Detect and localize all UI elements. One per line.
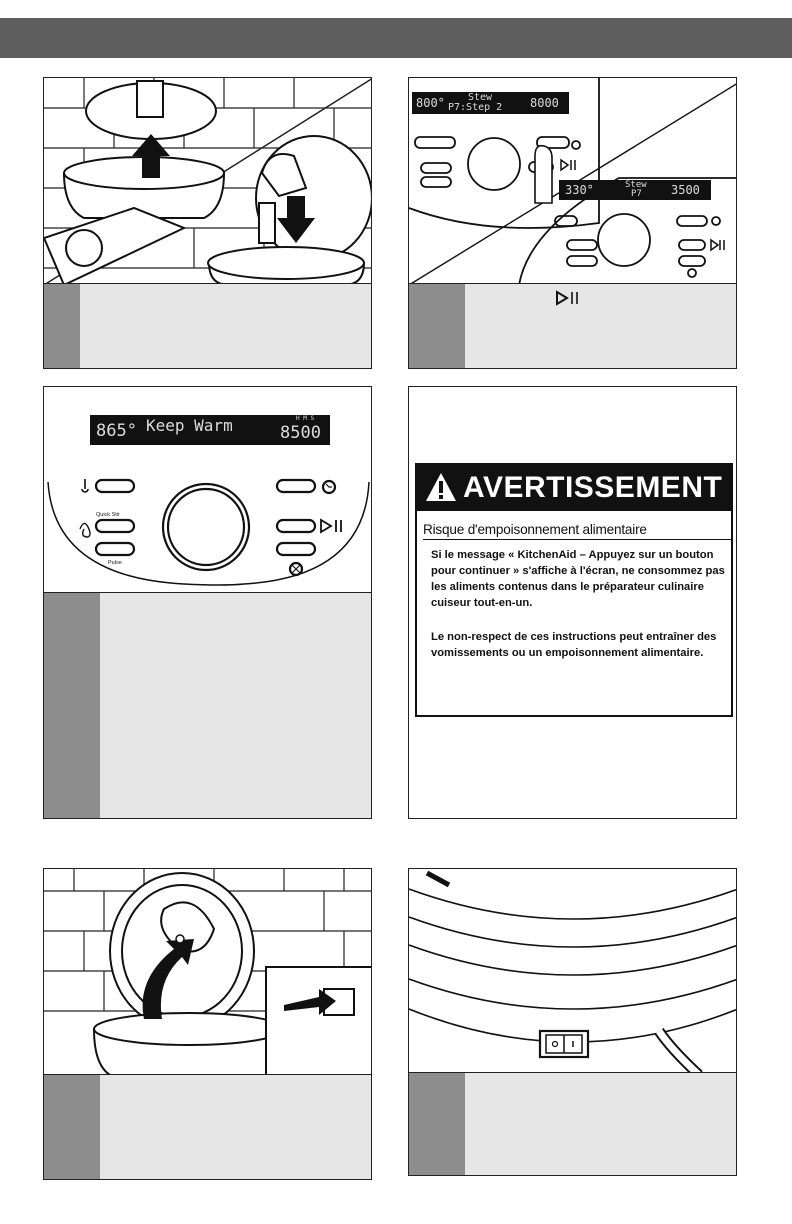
lcd-time: 3500 <box>671 183 700 197</box>
lcd-units: H M S <box>296 415 315 422</box>
warning-paragraph-1: Si le message « KitchenAid – Appuyez sur… <box>431 549 725 609</box>
step-number-bar <box>44 1075 100 1179</box>
step-panel-2: 800° Stew P7:Step 2 8000 330° Stew P7 35… <box>408 77 737 369</box>
warning-paragraph-2: Le non-respect de ces instructions peut … <box>431 631 717 659</box>
header-bar <box>0 18 792 58</box>
step-caption <box>409 283 736 368</box>
lcd-step: P7 <box>631 189 642 199</box>
warning-header: AVERTISSEMENT <box>417 465 731 511</box>
illustration-lid-insert <box>44 78 371 285</box>
lcd-temperature: 330° <box>565 183 594 197</box>
warning-divider <box>423 539 731 540</box>
warning-heading: AVERTISSEMENT <box>463 471 723 504</box>
step-caption <box>44 283 371 368</box>
warning-triangle-icon <box>426 473 456 501</box>
warning-box: AVERTISSEMENT Risque d'empoisonnement al… <box>415 463 733 717</box>
warning-panel: AVERTISSEMENT Risque d'empoisonnement al… <box>408 386 737 819</box>
lcd-step: P7:Step 2 <box>448 102 503 113</box>
step-number-bar <box>44 593 100 818</box>
step-number-bar <box>409 1073 465 1175</box>
lcd-time: 8500 <box>280 423 321 443</box>
lcd-display-running: 330° Stew P7 3500 <box>559 180 711 200</box>
step-panel-3: Quick Stir Pulse 865° Keep Warm H M S 85… <box>43 386 372 819</box>
play-pause-icon <box>556 290 578 306</box>
lcd-temperature: 865° <box>96 421 137 441</box>
step-caption <box>44 1074 371 1179</box>
illustration-remove-blade <box>44 869 371 1077</box>
step-number-bar <box>409 284 465 368</box>
step-panel-1 <box>43 77 372 369</box>
illustration-power-switch <box>409 869 736 1075</box>
step-panel-5 <box>43 868 372 1180</box>
step-caption <box>409 1072 736 1175</box>
pulse-label: Pulse <box>108 560 122 566</box>
lcd-program: Stew <box>625 180 647 190</box>
illustration-start-program: 800° Stew P7:Step 2 8000 330° Stew P7 35… <box>409 78 736 285</box>
lcd-mode: Keep Warm <box>146 416 233 435</box>
step-number-bar <box>44 284 80 368</box>
quick-stir-label: Quick Stir <box>96 512 120 518</box>
step-caption <box>44 592 371 818</box>
lcd-temperature: 800° <box>416 96 445 110</box>
lcd-display: 865° Keep Warm H M S 8500 <box>90 415 330 445</box>
lcd-program: Stew <box>468 92 493 103</box>
warning-subheading: Risque d'empoisonnement alimentaire <box>423 522 647 537</box>
lcd-display: 800° Stew P7:Step 2 8000 <box>412 92 569 114</box>
illustration-keep-warm: Quick Stir Pulse 865° Keep Warm H M S 85… <box>44 387 371 595</box>
lcd-time: 8000 <box>530 96 559 110</box>
step-panel-6 <box>408 868 737 1176</box>
